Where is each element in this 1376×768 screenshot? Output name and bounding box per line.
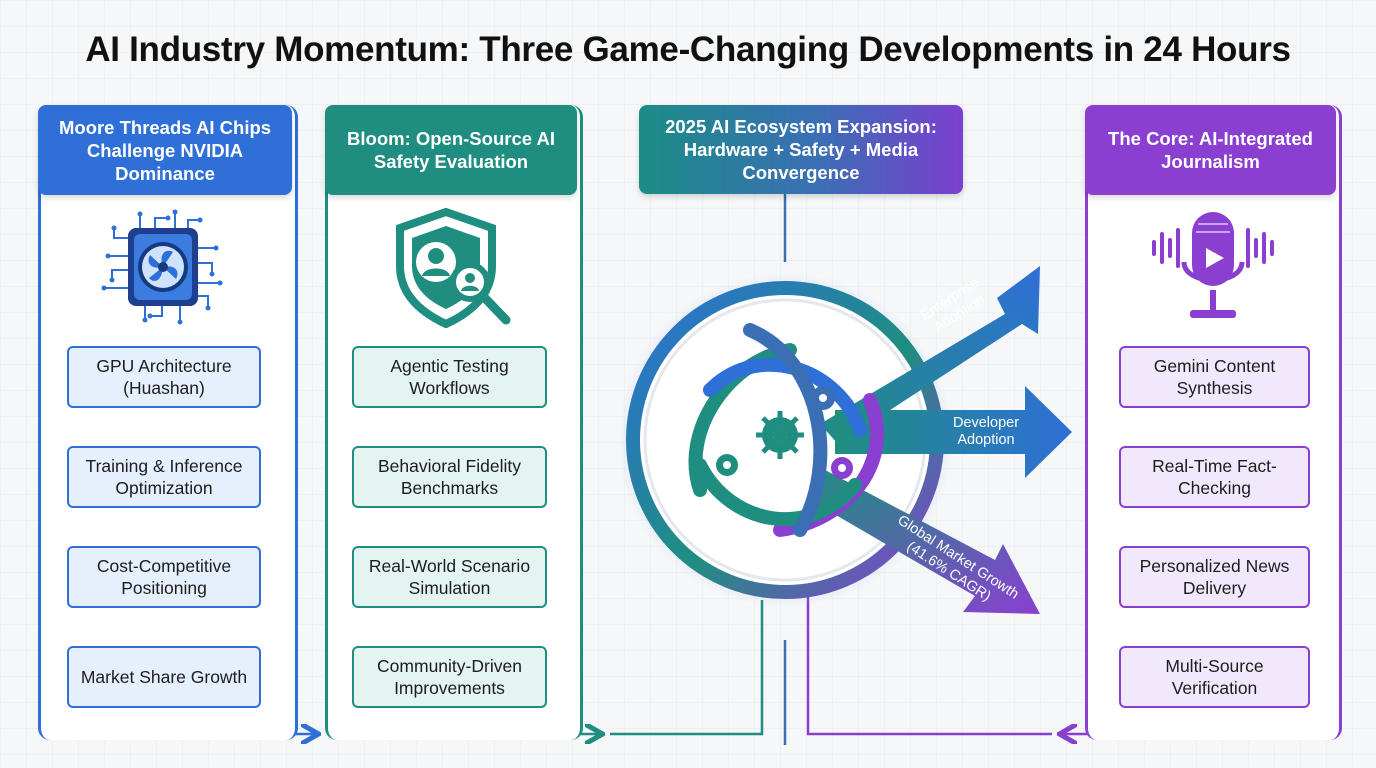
market-share-box: Market Share Growth [67,646,261,708]
developer-adoption-label: Developer Adoption [952,415,1020,448]
community-driven-box: Community-Driven Improvements [352,646,547,708]
personalized-news-box: Personalized News Delivery [1119,546,1310,608]
moore-threads-header: Moore Threads AI Chips Challenge NVIDIA … [38,105,292,195]
real-world-scenario-box: Real-World Scenario Simulation [352,546,547,608]
moore-threads-panel [38,105,298,740]
bloom-panel [325,105,583,740]
cost-competitive-box: Cost-Competitive Positioning [67,546,261,608]
core-journalism-panel [1085,105,1342,740]
microphone-icon [1152,212,1274,318]
ecosystem-header: 2025 AI Ecosystem Expansion: Hardware + … [639,105,963,194]
agentic-testing-box: Agentic Testing Workflows [352,346,547,408]
core-journalism-header: The Core: AI-Integrated Journalism [1085,105,1336,195]
fact-checking-box: Real-Time Fact-Checking [1119,446,1310,508]
bloom-header: Bloom: Open-Source AI Safety Evaluation [325,105,577,195]
page-title: AI Industry Momentum: Three Game-Changin… [85,30,1291,69]
ecosystem-gears-icon [620,266,1072,614]
gpu-architecture-box: GPU Architecture (Huashan) [67,346,261,408]
training-inference-box: Training & Inference Optimization [67,446,261,508]
behavioral-fidelity-box: Behavioral Fidelity Benchmarks [352,446,547,508]
shield-search-icon [396,208,511,328]
multi-source-box: Multi-Source Verification [1119,646,1310,708]
gpu-chip-icon [101,209,223,325]
gemini-synthesis-box: Gemini Content Synthesis [1119,346,1310,408]
